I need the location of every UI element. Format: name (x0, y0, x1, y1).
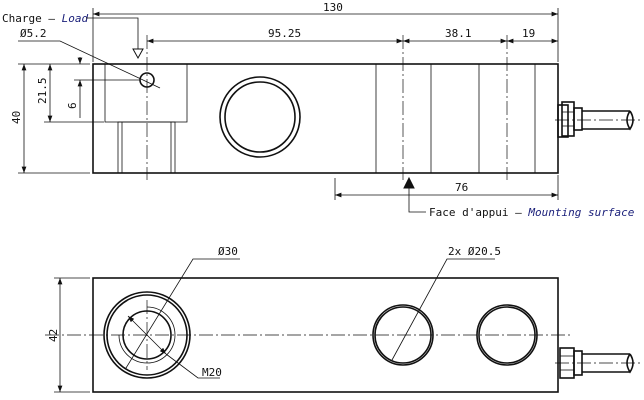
thread-dimension-line (127, 315, 167, 355)
label-separator: – (42, 12, 62, 25)
load-label-en: Load (62, 12, 89, 25)
mount-hole-1-inner (374, 306, 432, 364)
boss-outer (103, 291, 191, 379)
bottom-view: 42 Ø30 M20 2x Ø20.5 (45, 245, 640, 393)
dim-38-1: 38.1 (445, 27, 472, 40)
dim-21-5: 21.5 (36, 78, 49, 105)
gland-sleeve (573, 107, 583, 131)
boss-inner (106, 294, 188, 376)
cable-gland-bottom (555, 347, 640, 379)
mount-hole-1 (372, 304, 434, 366)
load-label-fr: Charge (2, 12, 42, 25)
thread-leader (165, 353, 220, 379)
body-outline (92, 63, 559, 174)
mount-hole-2-inner (478, 306, 536, 364)
mounting-label-fr: Face d'appui (429, 206, 508, 219)
cable (582, 110, 634, 131)
thread-label: M20 (202, 366, 222, 379)
cable (582, 353, 634, 374)
mount-holes-leader (391, 258, 495, 361)
dim-40: 40 (10, 111, 23, 124)
mounting-label-en: Mounting surface (527, 206, 634, 219)
mount-holes-label: 2x Ø20.5 (448, 245, 501, 258)
load-leader (86, 17, 139, 50)
label-separator: – (508, 206, 528, 219)
load-arrow-icon (132, 48, 144, 60)
dim-76: 76 (455, 181, 468, 194)
mount-bore-1 (375, 63, 432, 174)
dim-95-25: 95.25 (268, 27, 301, 40)
load-bore (117, 121, 176, 174)
dim-19: 19 (522, 27, 535, 40)
pin-diameter-leader (18, 40, 161, 89)
cable-gland (555, 101, 640, 138)
mounting-arrow-icon (403, 176, 415, 189)
mounting-leader (408, 188, 426, 213)
dim-boss-diameter: Ø30 (218, 245, 238, 258)
gauge-pocket-inner (224, 81, 296, 153)
gland-base (557, 104, 569, 138)
dim-pin-diameter: Ø5.2 (20, 27, 47, 40)
mounting-label: Face d'appui – Mounting surface (429, 206, 635, 219)
load-label: Charge – Load (2, 12, 88, 25)
dim-42: 42 (47, 329, 60, 342)
gauge-pocket-outer (219, 76, 301, 158)
mount-hole-2 (476, 304, 538, 366)
top-view: 130 95.25 38.1 19 Charge – Load Ø5.2 40 … (2, 1, 640, 219)
dim-6: 6 (66, 102, 79, 109)
dim-130: 130 (323, 1, 343, 14)
